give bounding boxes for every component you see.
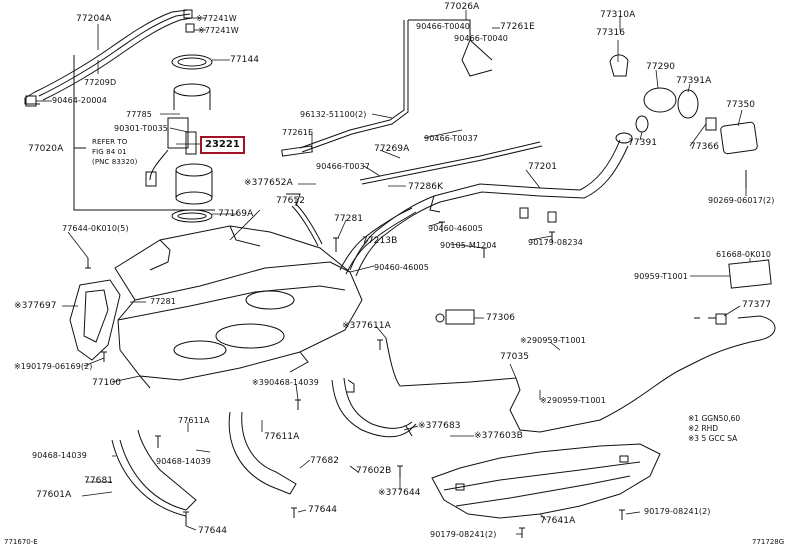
part-label-77366: 77366 [690,142,720,152]
refer-note-line3: (PNC 83320) [92,158,138,166]
part-label-390468: ※390468-14039 [252,378,319,387]
part-label-90179-08241-a: 90179-08241(2) [430,530,497,539]
part-label-77209D: 77209D [84,78,117,87]
part-label-77601A: 77601A [36,490,72,500]
part-label-77391: 77391 [628,138,658,148]
hose-77213B [339,207,413,271]
part-label-77306: 77306 [486,313,516,323]
part-label-77611A-a: 77611A [178,416,210,425]
part-label-77644-a: 77644 [308,505,338,515]
part-label-290959-a: ※290959-T1001 [520,336,586,345]
inlet-parts [609,54,758,188]
part-label-77785: 77785 [126,110,152,119]
lock-ring [171,54,213,70]
part-label-90466-T0040-b: 90466-T0040 [454,34,508,43]
part-label-77169A: 77169A [218,209,254,219]
part-label-90460-46005-a: 90460-46005 [428,224,483,233]
part-label-77290: 77290 [646,62,676,72]
lid-cable [385,309,776,433]
part-label-77281-left: 77281 [150,297,176,306]
part-label-77204A: 77204A [76,14,112,24]
part-label-377644: ※377644 [378,488,421,498]
part-label-90105-M1204: 90105-M1204 [440,241,497,250]
part-label-77681: 77681 [84,476,114,486]
part-label-90179-08234: 90179-08234 [528,238,583,247]
part-label-96132: 96132-51100(2) [300,110,367,119]
part-label-190179: ※190179-06169(2) [14,362,93,371]
group-bracket [73,147,215,211]
filler-pipe [349,132,633,277]
gasket [171,209,213,223]
part-label-90301-T0035: 90301-T0035 [114,124,168,133]
part-label-77144: 77144 [230,55,260,65]
part-label-77020A: 77020A [28,144,64,154]
part-label-377603B: ※377603B [474,431,523,441]
pump-module [145,83,213,205]
part-label-77026A: 77026A [444,2,480,12]
part-label-90468-14039-b: 90468-14039 [156,457,211,466]
tank-bands [111,377,417,517]
part-label-77261E-mid: 77261E [282,128,314,137]
refer-note-line2: FIG 84 01 [92,148,127,156]
part-label-77611A-b: 77611A [264,432,300,442]
part-label-61668: 61668-0K010 [716,250,772,259]
part-label-77644-0K010: 77644-0K010(5) [62,224,129,233]
part-label-90179-08241-b: 90179-08241(2) [644,507,711,516]
part-label-77316: 77316 [596,28,626,38]
legend-line-3: ※3 5 GCC SA [688,434,738,443]
heat-shield [69,279,121,361]
part-label-77391A: 77391A [676,76,712,86]
part-label-77241W: ※77241W [196,14,237,23]
part-label-77602B: 77602B [356,466,392,476]
lid-opener-77306 [445,309,475,325]
part-label-77281-mid: 77281 [334,214,364,224]
part-label-77035: 77035 [500,352,530,362]
part-label-77644-b: 77644 [198,526,228,536]
part-label-90464-20004: 90464-20004 [52,96,107,105]
part-label-77241W-2: ※77241W [198,26,239,35]
part-label-77641A: 77641A [540,516,576,526]
part-label-77213B: 77213B [362,236,398,246]
legend-line-1: ※1 GGN50,60 [688,414,741,423]
label-plate [728,259,772,289]
fuel-tank [114,225,363,389]
part-label-77682: 77682 [310,456,340,466]
part-label-77652: 77652 [276,196,306,206]
part-label-77100: 77100 [92,378,122,388]
tube-77652 [291,205,319,247]
breather-tube [281,19,543,185]
part-label-290959-b: ※290959-T1001 [540,396,606,405]
part-label-90466-T0037-b: 90466-T0037 [316,162,370,171]
part-label-77269A: 77269A [374,144,410,154]
part-label-77350: 77350 [726,100,756,110]
figure-ref-right: 771728G [752,538,785,546]
part-label-377652A: ※377652A [244,178,293,188]
part-label-77310A: 77310A [600,10,636,20]
bolts [85,221,625,538]
part-label-90468-14039-a: 90468-14039 [32,451,87,460]
part-label-77286K: 77286K [408,182,444,192]
part-label-90460-46005-b: 90460-46005 [374,263,429,272]
figure-ref-left: 771670-E [4,538,38,546]
part-label-90269: 90269-06017(2) [708,196,775,205]
part-label-77201: 77201 [528,162,558,172]
part-label-377683: ※377683 [418,421,461,431]
part-label-77261E-top: 77261E [500,22,535,32]
part-label-377611A: ※377611A [342,321,391,331]
part-label-90959-T1001-a: 90959-T1001 [634,272,688,281]
leader-lines [36,10,751,535]
refer-note-line1: REFER TO [92,138,128,146]
part-label-90466-T0040-a: 90466-T0040 [416,22,470,31]
part-label-90466-T0037-a: 90466-T0037 [424,134,478,143]
skid-plate [431,443,661,519]
tube-bundle-77204A [24,9,193,105]
part-label-377697: ※377697 [14,301,57,311]
highlighted-part-23221[interactable]: 23221 [200,136,245,154]
part-label-77377: 77377 [742,300,772,310]
legend-line-2: ※2 RHD [688,424,719,433]
